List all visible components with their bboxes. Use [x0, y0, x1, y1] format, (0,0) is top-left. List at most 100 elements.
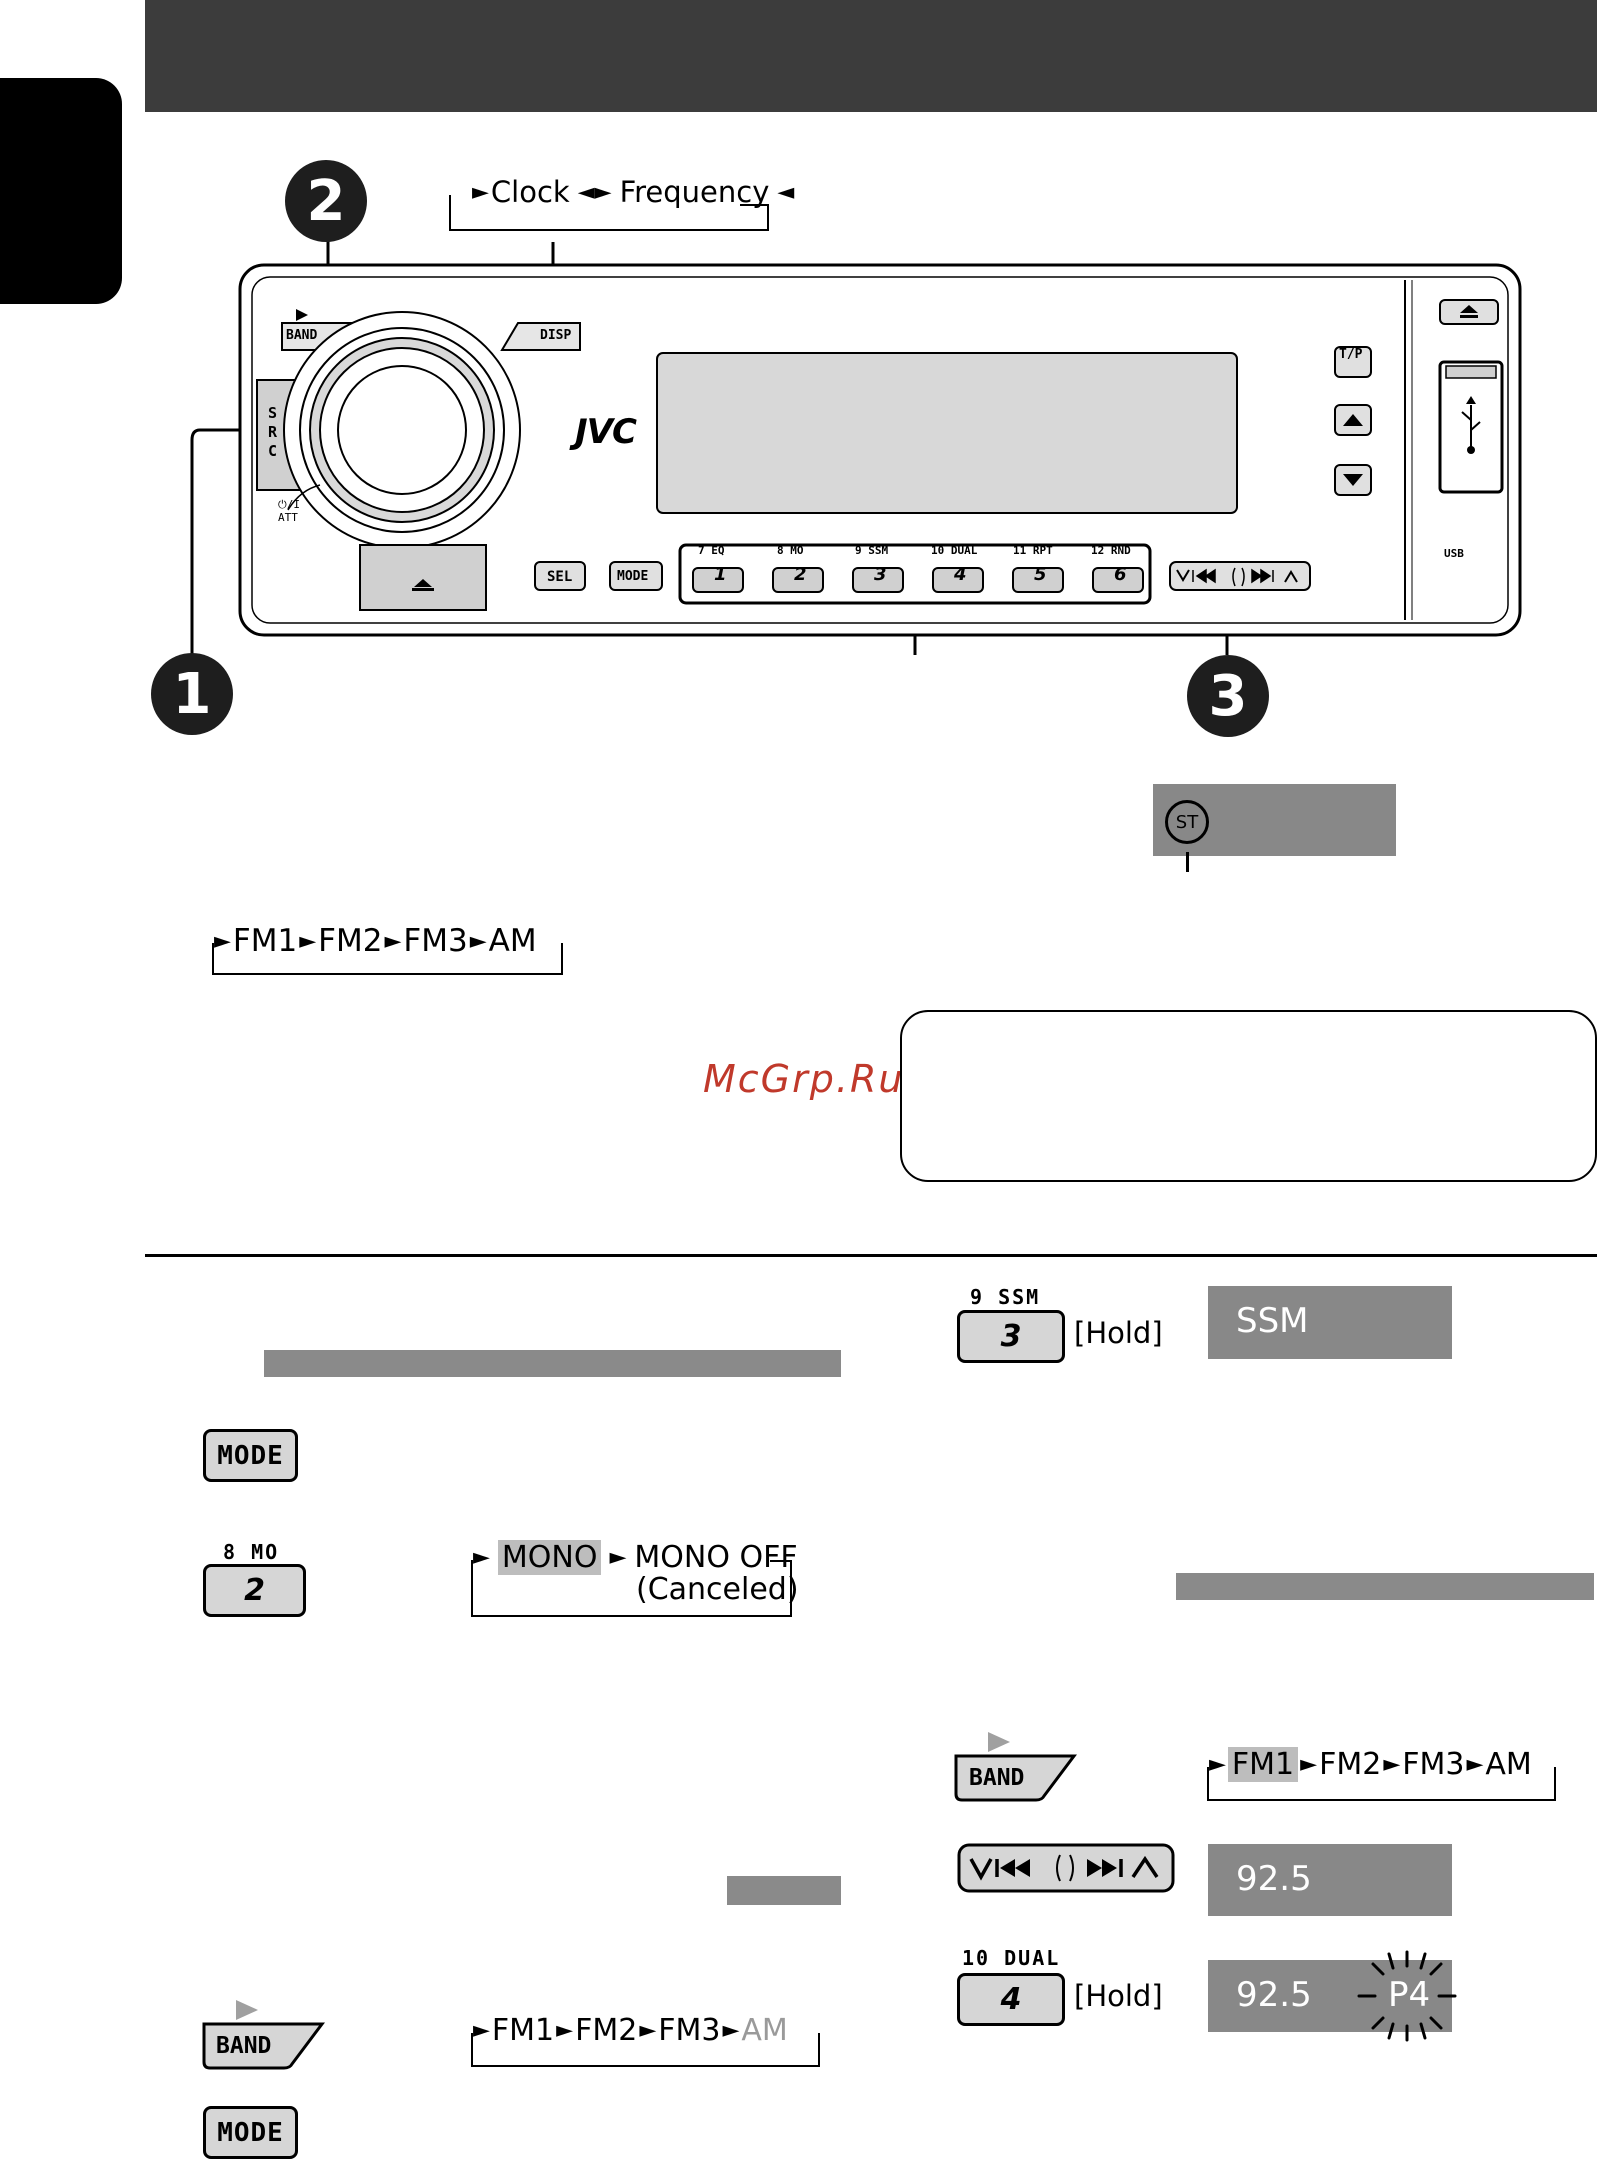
ssm-hold-label: [Hold]: [1074, 1316, 1163, 1350]
language-tab: [0, 78, 122, 304]
gray-heading-bar: [264, 1350, 841, 1377]
st-leader: [1186, 852, 1189, 872]
st-indicator: ST: [1165, 800, 1209, 844]
gray-small-bar: [727, 1876, 841, 1905]
preset-1-button[interactable]: 1: [714, 564, 727, 585]
watermark: McGrp.Ru: [703, 1057, 905, 1101]
mode-key[interactable]: MODE: [203, 1429, 298, 1482]
mode-button[interactable]: MODE: [617, 569, 649, 584]
band-sequence-bracket: [212, 943, 563, 975]
gray-heading-bar-right: [1176, 1573, 1594, 1600]
callout-3: 3: [1187, 655, 1269, 737]
band-fm2: FM2: [318, 923, 383, 959]
dual-key-label: 10 DUAL: [962, 1946, 1061, 1970]
preset-6-label: 12 RND: [1091, 544, 1131, 557]
band-key-right[interactable]: [952, 1726, 1082, 1806]
arrow-right-icon: ►: [1300, 1752, 1318, 1777]
preset-buttons: 7 EQ 1 8 MO 2 9 SSM 3 10 DUAL 4 11 RPT 5…: [680, 544, 1150, 592]
section-divider: [145, 1254, 1597, 1257]
st-display: ST: [1153, 784, 1396, 856]
mono-sequence: ► MONO ► MONO OFF: [471, 1540, 798, 1575]
preset-4-label: 10 DUAL: [931, 544, 978, 557]
preset-5-label: 11 RPT: [1013, 544, 1053, 557]
ssm-key[interactable]: 3: [957, 1310, 1065, 1363]
band-key-left[interactable]: [200, 1994, 330, 2074]
band-right-fm3: FM3: [1402, 1747, 1465, 1782]
arrow-right-icon: ►: [609, 1545, 627, 1570]
ssm-key-label: 9 SSM: [970, 1285, 1041, 1309]
mo-key-label: 8 MO: [223, 1540, 280, 1564]
mode-key-2[interactable]: MODE: [203, 2106, 298, 2159]
preset-display-freq: 92.5: [1236, 1975, 1312, 2015]
band-left-bracket: [471, 2033, 820, 2067]
arrow-right-icon: ►: [214, 928, 231, 954]
mo-key[interactable]: 2: [203, 1564, 306, 1617]
flash-burst-icon: [1357, 1950, 1457, 2042]
sel-button[interactable]: SEL: [547, 569, 573, 585]
seek-key[interactable]: [957, 1843, 1177, 1895]
arrow-right-icon: ►: [469, 928, 487, 954]
arrow-right-icon: ►: [473, 2018, 490, 2043]
header-bar: [145, 0, 1597, 112]
jvc-logo: JVC: [575, 412, 637, 452]
band-key-left-label: BAND: [216, 2033, 272, 2059]
preset-5-button[interactable]: 5: [1034, 564, 1047, 585]
band-left-fm3: FM3: [658, 2013, 721, 2048]
arrow-right-icon: ►: [472, 179, 489, 205]
arrow-both-icon: ◄►: [577, 179, 612, 205]
preset-2-button[interactable]: 2: [794, 564, 807, 585]
disp-cycle: ► Clock ◄► Frequency ◄: [470, 175, 796, 209]
ssm-display-text: SSM: [1236, 1301, 1309, 1341]
src-button[interactable]: S R C: [268, 404, 278, 460]
disp-button[interactable]: DISP: [540, 328, 572, 343]
dual-hold-label: [Hold]: [1074, 1979, 1163, 2013]
callout-2: 2: [285, 160, 367, 242]
arrow-right-icon: ►: [639, 2018, 657, 2043]
band-sequence-right: ► FM1 ► FM2 ► FM3 ► AM: [1207, 1747, 1532, 1782]
mono-off: MONO OFF: [634, 1540, 798, 1575]
band-right-fm1: FM1: [1227, 1747, 1299, 1782]
mono-bracket-tick: [770, 1560, 790, 1562]
arrow-right-icon: ►: [473, 1545, 490, 1570]
band-sequence: ► FM1 ► FM2 ► FM3 ► AM: [212, 923, 537, 959]
band-button[interactable]: BAND: [286, 328, 318, 343]
preset-6-button[interactable]: 6: [1114, 564, 1127, 585]
band-left-fm1: FM1: [491, 2013, 555, 2048]
frequency-display: 92.5: [1208, 1844, 1452, 1916]
band-right-fm2: FM2: [1319, 1747, 1382, 1782]
band-fm3: FM3: [403, 923, 468, 959]
usb-label: USB: [1444, 547, 1464, 560]
preset-3-label: 9 SSM: [855, 544, 889, 557]
callout-1: 1: [151, 653, 233, 735]
arrow-right-icon: ►: [722, 2018, 740, 2043]
mono-canceled: (Canceled): [636, 1572, 799, 1607]
band-sequence-left: ► FM1 ► FM2 ► FM3 ► AM: [471, 2013, 788, 2048]
band-right-bracket: [1207, 1767, 1556, 1801]
disp-cycle-clock: Clock: [490, 175, 570, 209]
preset-1-label: 7 EQ: [698, 544, 725, 557]
preset-display-number: P4: [1388, 1975, 1431, 2015]
band-key-right-label: BAND: [969, 1765, 1025, 1791]
ssm-display: SSM: [1208, 1286, 1452, 1359]
tp-button[interactable]: T/P: [1339, 347, 1363, 362]
band-am: AM: [488, 923, 537, 959]
arrow-right-icon: ►: [556, 2018, 574, 2043]
preset-4-button[interactable]: 4: [954, 564, 967, 585]
band-left-fm2: FM2: [575, 2013, 638, 2048]
arrow-right-icon: ►: [299, 928, 317, 954]
frequency-display-text: 92.5: [1236, 1859, 1312, 1899]
arrow-right-icon: ►: [1466, 1752, 1484, 1777]
arrow-left-icon: ◄: [777, 179, 795, 205]
preset-2-label: 8 MO: [777, 544, 804, 557]
att-label: ⏻/I ATT: [278, 498, 300, 524]
mono-on: MONO: [497, 1540, 602, 1575]
band-fm1: FM1: [232, 923, 298, 959]
preset-3-button[interactable]: 3: [874, 564, 887, 585]
preset-display: 92.5 P4: [1208, 1950, 1457, 2042]
band-right-am: AM: [1485, 1747, 1532, 1782]
arrow-right-icon: ►: [384, 928, 402, 954]
arrow-right-icon: ►: [1383, 1752, 1401, 1777]
arrow-right-icon: ►: [1209, 1752, 1226, 1777]
dual-key[interactable]: 4: [957, 1973, 1065, 2026]
note-box: [900, 1010, 1597, 1182]
